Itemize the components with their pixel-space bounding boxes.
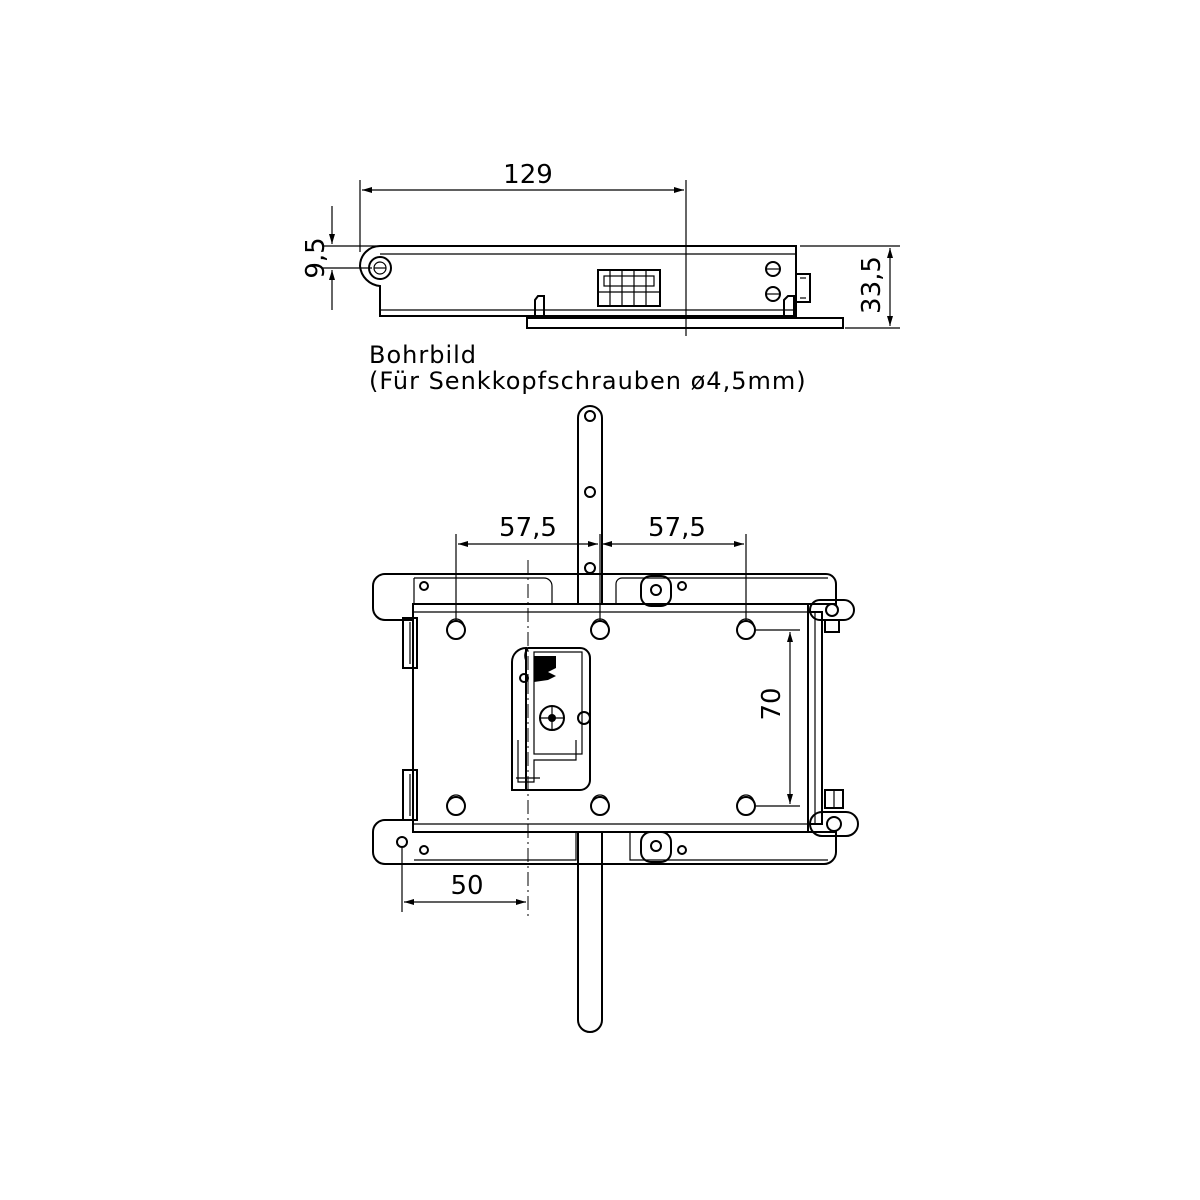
note-subtitle: (Für Senkkopfschrauben ø4,5mm) <box>369 367 807 395</box>
dim-edge-offset-label: 50 <box>450 871 483 901</box>
top-view: 57,5 57,5 70 50 <box>372 405 859 1033</box>
hinge-top-icon <box>809 599 855 633</box>
mounting-hole-icon <box>590 794 610 816</box>
drilling-note: Bohrbild (Für Senkkopfschrauben ø4,5mm) <box>369 341 807 395</box>
mounting-hole-icon <box>736 618 756 640</box>
adjust-screw-icon <box>765 261 781 277</box>
mounting-hole-icon <box>736 794 756 816</box>
side-view: 129 9,5 33,5 <box>301 160 900 336</box>
mounting-hole-icon <box>446 618 466 640</box>
side-base-plate <box>526 317 844 329</box>
dim-left-spacing-label: 57,5 <box>499 513 557 543</box>
latch-mechanism-icon <box>511 646 591 791</box>
note-title: Bohrbild <box>369 341 477 369</box>
pivot-screw-icon <box>368 256 392 280</box>
hinge-bottom-icon <box>809 789 859 837</box>
outer-frame <box>372 573 837 621</box>
mounting-hole-icon <box>590 618 610 640</box>
eyelet-bottom-icon <box>640 831 672 863</box>
adjust-screw-icon <box>765 286 781 302</box>
dim-right-spacing-label: 57,5 <box>648 513 706 543</box>
latch-mechanism-icon <box>597 269 661 307</box>
dim-pivot-offset-label: 9,5 <box>301 237 331 278</box>
dim-height-label: 33,5 <box>857 256 887 314</box>
bolt-rod-top <box>577 405 603 604</box>
dim-length-label: 129 <box>503 160 553 190</box>
bolt-rod-bottom <box>577 832 603 1033</box>
side-housing <box>358 245 797 317</box>
dim-vertical-spacing-label: 70 <box>757 687 787 720</box>
eyelet-top-icon <box>640 575 672 607</box>
mounting-hole-icon <box>446 794 466 816</box>
